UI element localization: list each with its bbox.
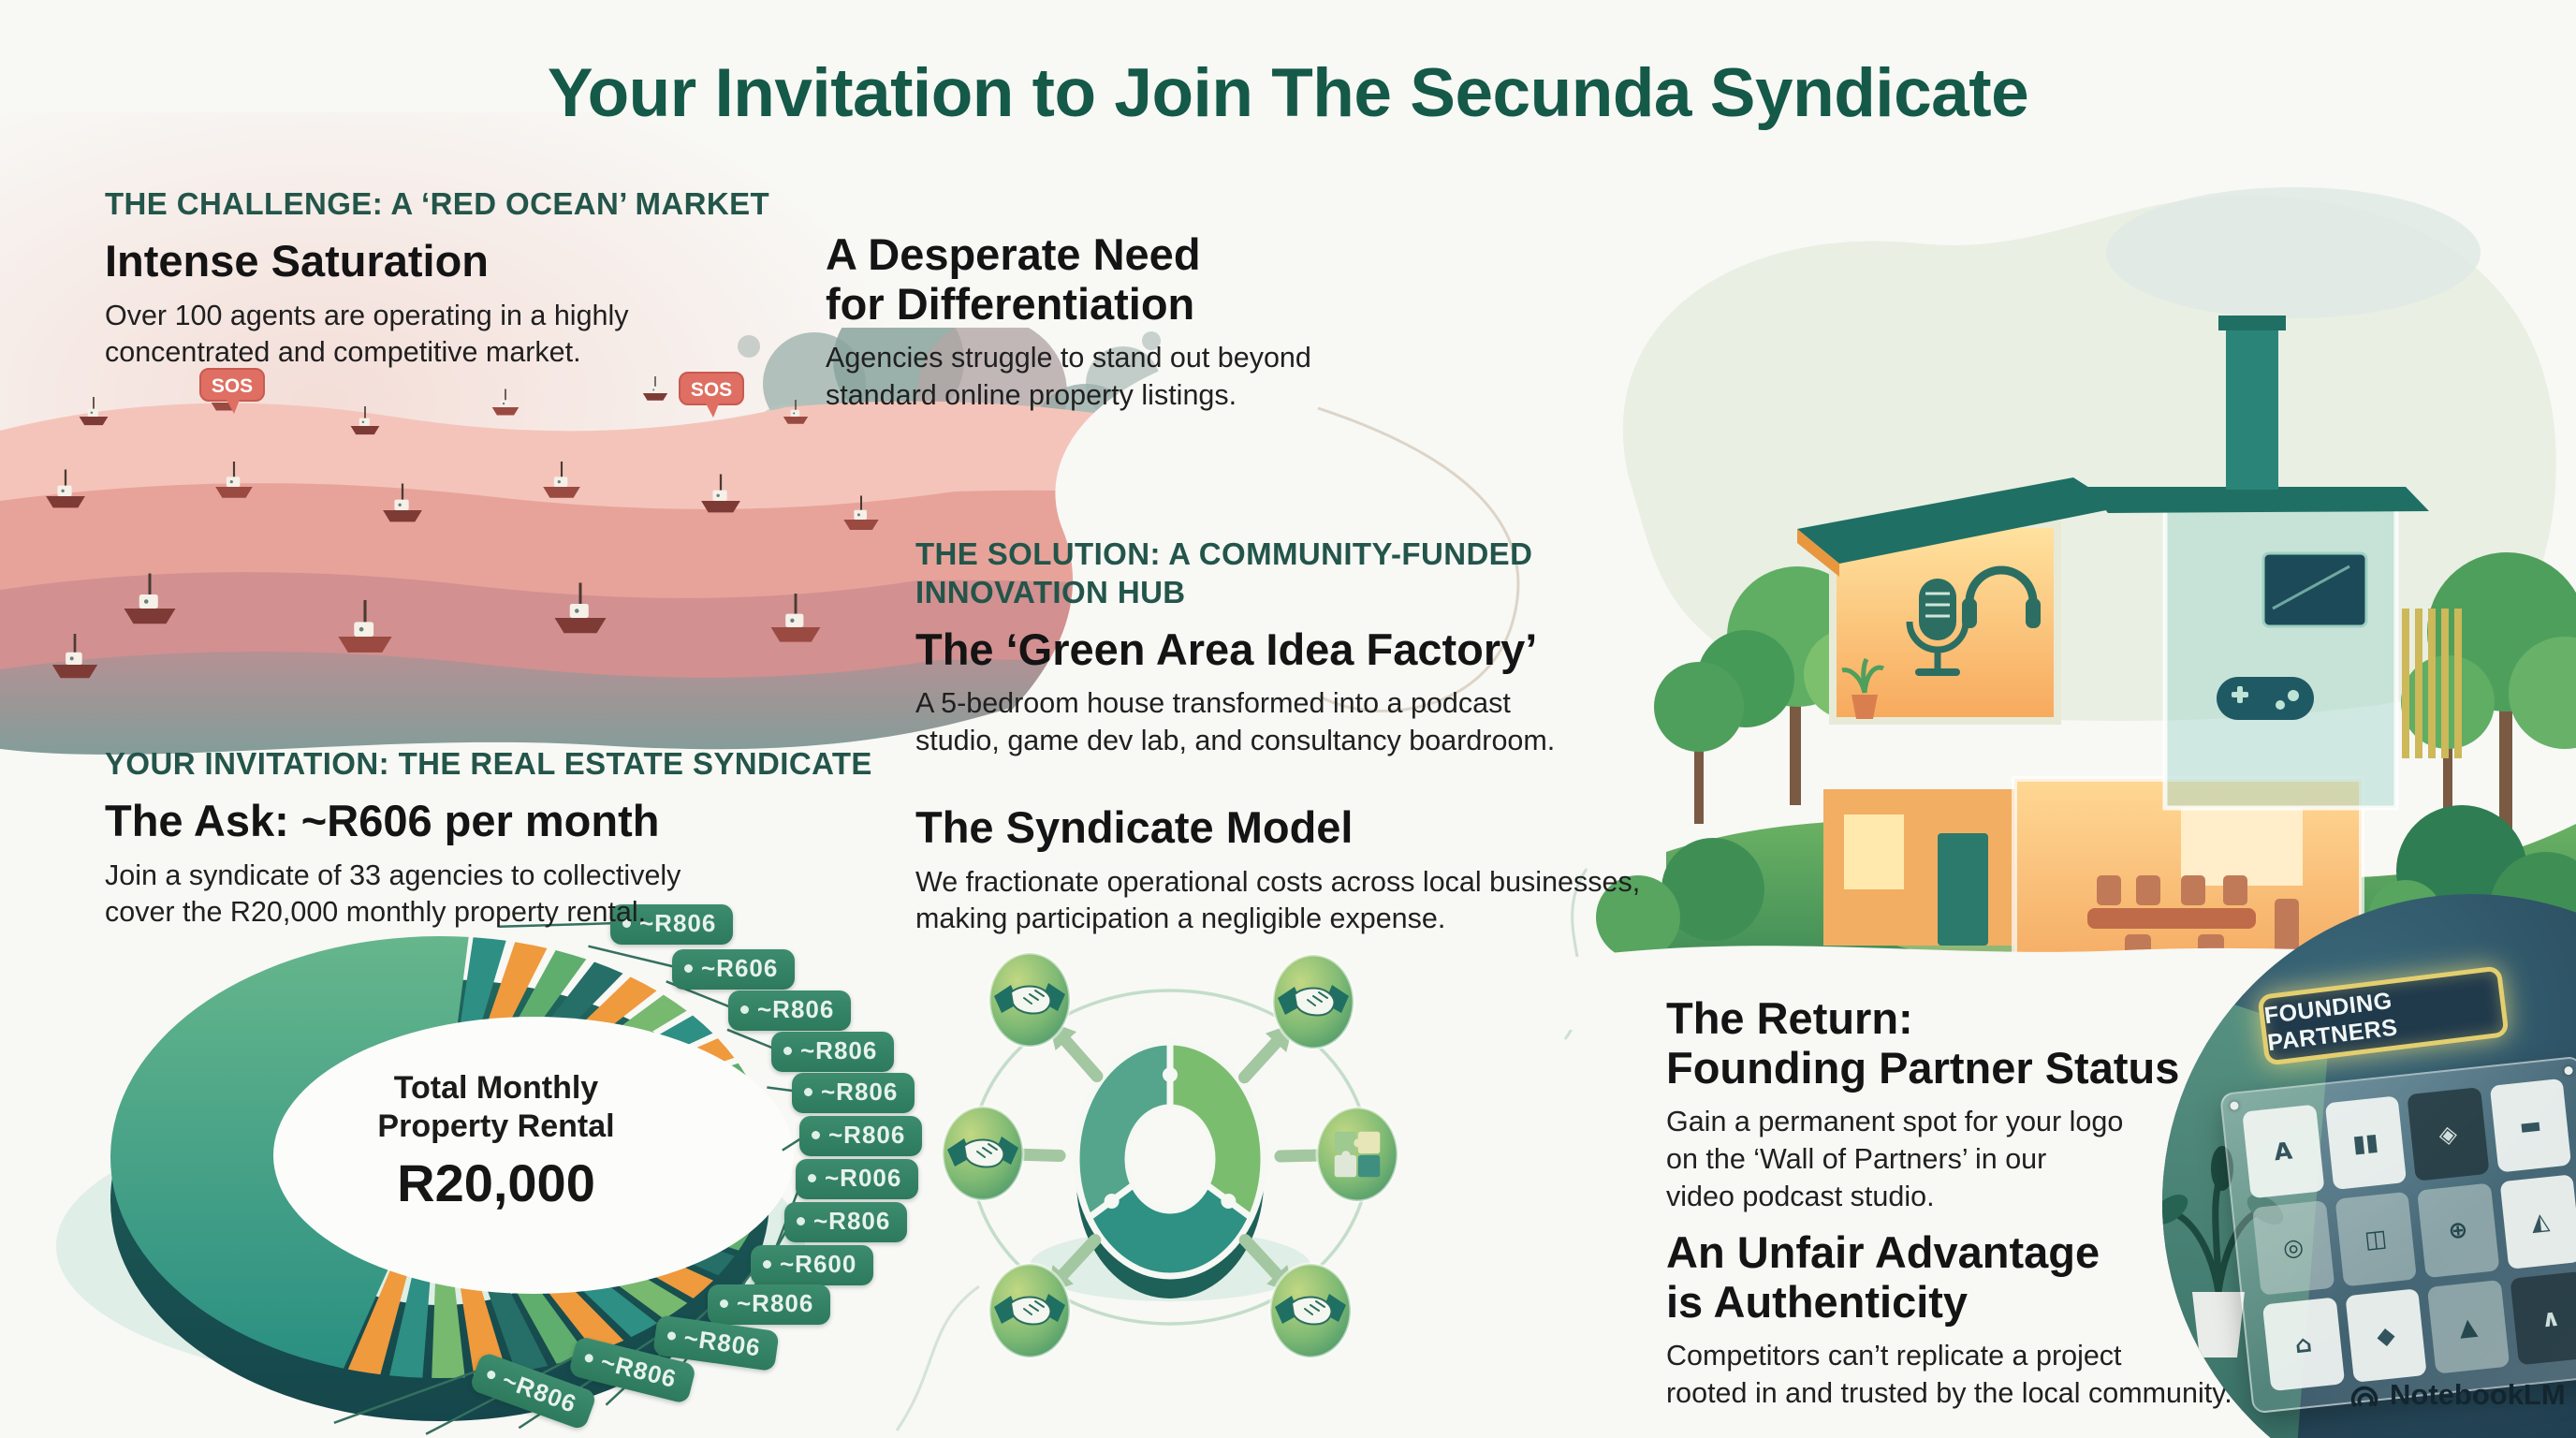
red-ocean-illustration: SOS SOS [0,328,1217,768]
boat [543,461,580,498]
notebooklm-icon [2350,1386,2378,1407]
slat-wall [2402,609,2462,758]
boat [46,469,85,508]
game-dev-lab [2162,487,2424,811]
tree [2401,552,2576,843]
section-solution: THE SOLUTION: A COMMUNITY-FUNDED INNOVAT… [915,536,1555,760]
donut-center-value: R20,000 [397,1152,595,1212]
plant [1841,657,1885,719]
partner-logo-tile: ◎ [2252,1200,2334,1296]
boat [124,573,176,624]
section-invitation: YOUR INVITATION: THE REAL ESTATE SYNDICA… [105,745,872,932]
partner-logo-tile: ⊕ [2417,1182,2499,1278]
boat [701,474,740,513]
section-return: The Return: Founding Partner Status Gain… [1666,993,2180,1215]
boat [783,399,809,424]
puzzle-donut [1073,1038,1267,1299]
model-heading: The Syndicate Model [915,802,1354,852]
boat [79,397,109,426]
boat [642,375,668,401]
advantage-body: Competitors can’t replicate a project ro… [1666,1340,2232,1409]
partner-logo-tile: ◈ [2407,1087,2490,1182]
share-tag: ~R806 [784,1202,908,1242]
partner-logo-tile: ▲ [2426,1279,2510,1374]
partner-logo-tile: ∧ [2509,1270,2576,1366]
partner-logo-tile: ◆ [2344,1287,2427,1383]
house-facade [1823,789,2014,946]
boat [491,389,520,416]
handshake-node [1271,953,1355,1050]
solution-heading: The ‘Green Area Idea Factory’ [915,624,1538,674]
game-controller-icon [2217,677,2314,720]
page-title: Your Invitation to Join The Secunda Synd… [547,55,2029,131]
handshake-node [988,951,1072,1049]
solution-body: A 5-bedroom house transformed into a pod… [915,687,1556,757]
rental-donut-chart [56,921,808,1435]
differentiation-body: Agencies struggle to stand out beyond st… [826,342,1311,411]
partner-logo-tile: ▬ [2489,1078,2572,1173]
share-tag: ~R600 [751,1245,874,1285]
section-differentiation: A Desperate Need for Differentiation Age… [826,229,1311,415]
boat [770,593,821,642]
notebooklm-watermark: NotebookLM [2348,1378,2566,1412]
section-advantage: An Unfair Advantage is Authenticity Comp… [1666,1227,2232,1413]
share-tag: ~R806 [708,1284,831,1325]
donut-center-title: Total Monthly Property Rental [377,1070,615,1145]
syndicate-model-diagram [941,951,1399,1359]
invitation-body: Join a syndicate of 33 agencies to colle… [105,858,681,929]
tv-screen-icon [2261,551,2368,628]
svg-text:SOS: SOS [212,375,253,397]
sos-bubble: SOS [679,372,744,418]
partner-logo-tile: ⌂ [2261,1297,2345,1392]
invitation-heading: The Ask: ~R606 per month [105,795,660,845]
partner-logo-tile: ◫ [2334,1192,2417,1287]
challenge-heading: Intense Saturation [105,235,490,286]
share-tag: ~R806 [799,1116,923,1156]
handshake-node [988,1262,1072,1359]
roof [1797,315,2429,577]
boat [350,406,380,435]
section-challenge: THE CHALLENGE: A ‘RED OCEAN’ MARKET Inte… [105,185,769,372]
share-tag: ~R806 [610,904,734,945]
partner-logo-tile: A [2242,1104,2325,1199]
notebooklm-label: NotebookLM [2390,1378,2566,1411]
boat [51,633,98,679]
donut-center-label: Total Monthly Property Rental R20,000 [309,1069,683,1213]
boat [554,582,607,634]
handshake-node [941,1105,1025,1202]
share-tag: ~R806 [771,1032,895,1072]
boat [383,483,422,522]
challenge-kicker: THE CHALLENGE: A ‘RED OCEAN’ MARKET [105,186,770,221]
share-tag: ~R606 [672,949,796,990]
handshake-node [1268,1262,1353,1359]
section-syndicate-model: The Syndicate Model We fractionate opera… [915,802,1641,938]
puzzle-node [1315,1106,1399,1203]
idea-factory-house-illustration [1526,187,2576,1030]
headphones-icon [1962,565,2041,628]
cloud [2106,187,2481,318]
share-tag: ~R806 [728,990,852,1031]
invitation-kicker: YOUR INVITATION: THE REAL ESTATE SYNDICA… [105,746,872,781]
boat [215,461,253,498]
solution-kicker: THE SOLUTION: A COMMUNITY-FUNDED INNOVAT… [915,536,1533,609]
return-body: Gain a permanent spot for your logo on t… [1666,1106,2124,1212]
share-tag: ~R006 [796,1159,919,1199]
microphone-icon [1906,579,1969,676]
founding-partners-sign: FOUNDING PARTNERS [2257,965,2510,1066]
wall-of-partners-panel: A▮▮◈▬ ◎◫⊕◭ ⌂◆▲∧ [2219,1055,2576,1415]
return-heading: The Return: Founding Partner Status [1666,993,2180,1093]
share-tag: ~R806 [792,1073,915,1113]
boat-fleet [46,375,879,679]
partner-logo-tile: ▮▮ [2324,1095,2408,1191]
advantage-heading: An Unfair Advantage is Authenticity [1666,1227,2100,1327]
svg-text:SOS: SOS [691,379,732,401]
model-body: We fractionate operational costs across … [915,865,1641,935]
boat [843,495,879,531]
differentiation-heading: A Desperate Need for Differentiation [826,229,1201,329]
sos-bubble: SOS [199,368,265,414]
partner-logo-tile: ◭ [2499,1174,2576,1269]
challenge-body: Over 100 agents are operating in a highl… [105,299,629,369]
boat [338,600,392,653]
